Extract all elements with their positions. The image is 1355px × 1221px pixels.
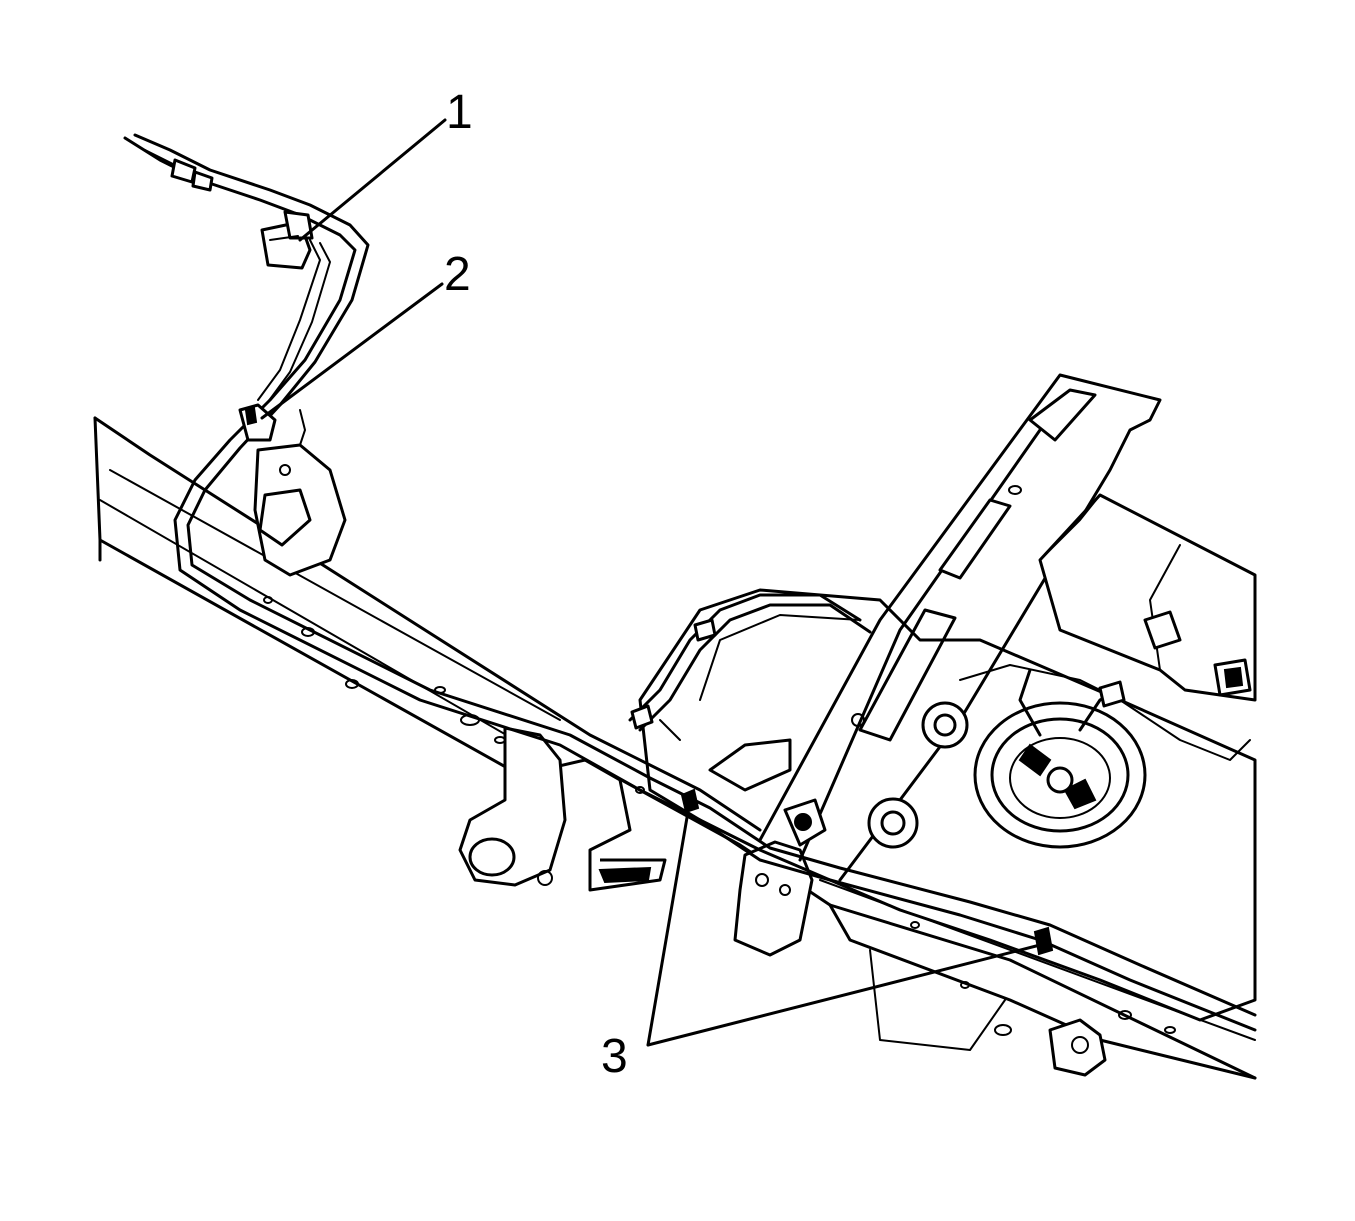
callout-3: 3 — [601, 1030, 628, 1083]
callout-labels: 1 2 3 — [444, 86, 628, 1083]
callout-1: 1 — [446, 86, 473, 139]
rail-mount-bracket — [458, 726, 667, 892]
tank-lines — [628, 593, 1251, 761]
evap-canister — [1038, 493, 1257, 702]
rail-bracket-right — [733, 840, 1107, 1077]
fuel-tank — [638, 588, 1257, 1022]
callout-2: 2 — [444, 248, 471, 301]
leader-lines — [260, 118, 1042, 1047]
line-retainer-bracket — [238, 403, 347, 577]
crossmember — [758, 373, 1162, 882]
tank-fittings — [867, 701, 969, 849]
fuel-pump-module — [973, 668, 1147, 849]
fuel-line-connector — [260, 210, 314, 270]
